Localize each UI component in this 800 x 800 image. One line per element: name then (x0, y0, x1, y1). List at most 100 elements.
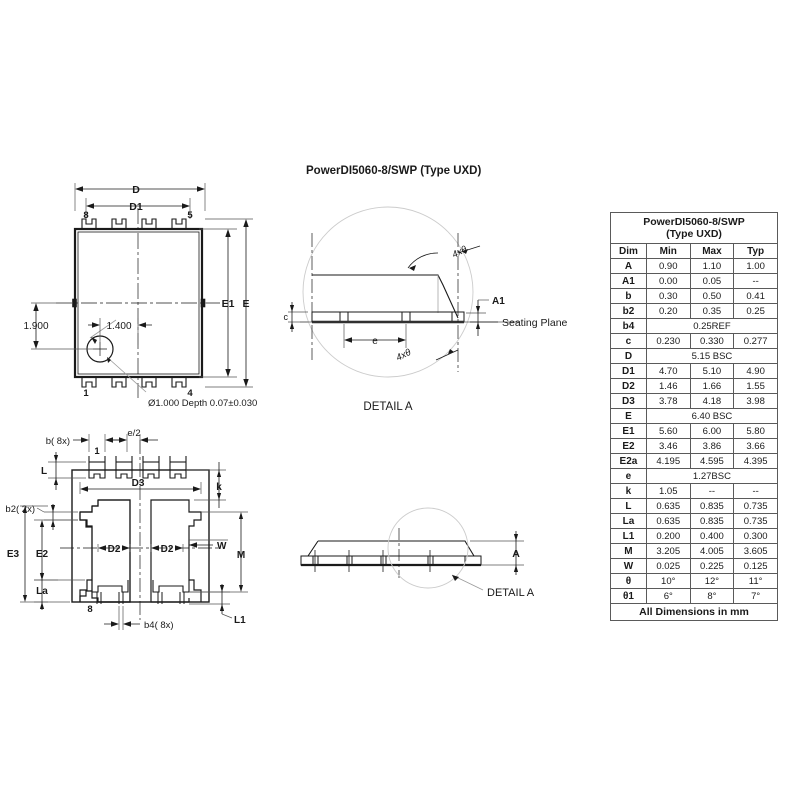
cell-typ: 3.66 (733, 438, 778, 454)
header-min: Min (645, 243, 691, 259)
cell-typ: -- (733, 483, 778, 499)
cell-max: 0.835 (689, 513, 735, 529)
cell-span-value: 6.40 BSC (645, 408, 779, 424)
dim-label-b4: b4( 8x) (144, 620, 174, 631)
drawing-title: PowerDI5060-8/SWP (Type UXD) (306, 165, 481, 177)
detail-a-view (288, 206, 520, 378)
detail-a-label: DETAIL A (363, 401, 413, 413)
dim-label-M: M (237, 550, 245, 561)
cell-min: 0.230 (645, 333, 691, 349)
dim-label-L: L (41, 466, 47, 477)
cell-span-value: 5.15 BSC (645, 348, 779, 364)
top-view (31, 183, 253, 398)
cell-typ: 0.735 (733, 498, 778, 514)
cell-typ: 4.90 (733, 363, 778, 379)
cell-max: 0.330 (689, 333, 735, 349)
cell-max: 0.225 (689, 558, 735, 574)
cell-max: 0.50 (689, 288, 735, 304)
cell-dim: k (610, 483, 647, 499)
cell-typ: 3.98 (733, 393, 778, 409)
detail-a-label-2: DETAIL A (487, 587, 535, 599)
cell-max: 4.005 (689, 543, 735, 559)
angle-label-top: 4xθ (450, 244, 469, 261)
cell-min: 1.05 (645, 483, 691, 499)
cell-span-value: 1.27BSC (645, 468, 779, 484)
cell-dim: E2a (610, 453, 647, 469)
dim-label-D2-left: D2 (108, 544, 121, 555)
cell-min: 5.60 (645, 423, 691, 439)
dim-label-E2: E2 (36, 549, 49, 560)
cell-typ: -- (733, 273, 778, 289)
cell-dim: b (610, 288, 647, 304)
cell-max: 0.400 (689, 528, 735, 544)
cell-max: 6.00 (689, 423, 735, 439)
seating-plane-label: Seating Plane (502, 317, 568, 329)
header-typ: Typ (733, 243, 778, 259)
table-title-line2: (Type UXD) (666, 228, 722, 240)
cell-dim: c (610, 333, 647, 349)
cell-min: 3.78 (645, 393, 691, 409)
cell-dim: θ1 (610, 588, 647, 604)
cell-typ: 5.80 (733, 423, 778, 439)
cell-typ: 0.277 (733, 333, 778, 349)
cell-min: 10° (645, 573, 691, 589)
cell-min: 4.70 (645, 363, 691, 379)
cell-typ: 7° (733, 588, 778, 604)
cell-max: 0.35 (689, 303, 735, 319)
cell-max: 8° (689, 588, 735, 604)
cell-typ: 0.735 (733, 513, 778, 529)
cell-dim: A (610, 258, 647, 274)
cell-max: 4.18 (689, 393, 735, 409)
cell-dim: M (610, 543, 647, 559)
dim-label-c: c (284, 312, 289, 322)
bottom-pin-8: 8 (87, 604, 92, 615)
dimensions-table: PowerDI5060-8/SWP (Type UXD) Dim Min Max… (610, 212, 779, 621)
bottom-pin-1: 1 (94, 446, 100, 457)
cell-min: 4.195 (645, 453, 691, 469)
cell-max: 0.835 (689, 498, 735, 514)
dim-label-W: W (217, 541, 227, 552)
cell-max: 5.10 (689, 363, 735, 379)
cell-typ: 1.55 (733, 378, 778, 394)
hole-callout: Ø1.000 Depth 0.07±0.030 (148, 398, 257, 409)
cell-dim: b4 (610, 318, 647, 334)
cell-max: 1.10 (689, 258, 735, 274)
cell-max: -- (689, 483, 735, 499)
cell-min: 0.30 (645, 288, 691, 304)
dimensions-table-foot: All Dimensions in mm (610, 603, 778, 621)
cell-max: 3.86 (689, 438, 735, 454)
table-title-cell: PowerDI5060-8/SWP (Type UXD) (610, 212, 778, 244)
cell-min: 3.205 (645, 543, 691, 559)
table-title-row: PowerDI5060-8/SWP (Type UXD) (610, 212, 778, 244)
table-footer-row: All Dimensions in mm (610, 603, 778, 621)
cell-min: 0.635 (645, 498, 691, 514)
cell-typ: 4.395 (733, 453, 778, 469)
cell-dim: L1 (610, 528, 647, 544)
cell-typ: 3.605 (733, 543, 778, 559)
cell-min: 0.200 (645, 528, 691, 544)
pin-number-1: 1 (83, 388, 89, 399)
dim-value-1400: 1.400 (106, 321, 131, 332)
dim-label-e: e (372, 336, 378, 347)
cell-dim: D3 (610, 393, 647, 409)
cell-dim: A1 (610, 273, 647, 289)
dim-label-L1: L1 (234, 615, 246, 626)
cell-typ: 0.25 (733, 303, 778, 319)
cell-dim: e (610, 468, 647, 484)
cell-typ: 0.300 (733, 528, 778, 544)
